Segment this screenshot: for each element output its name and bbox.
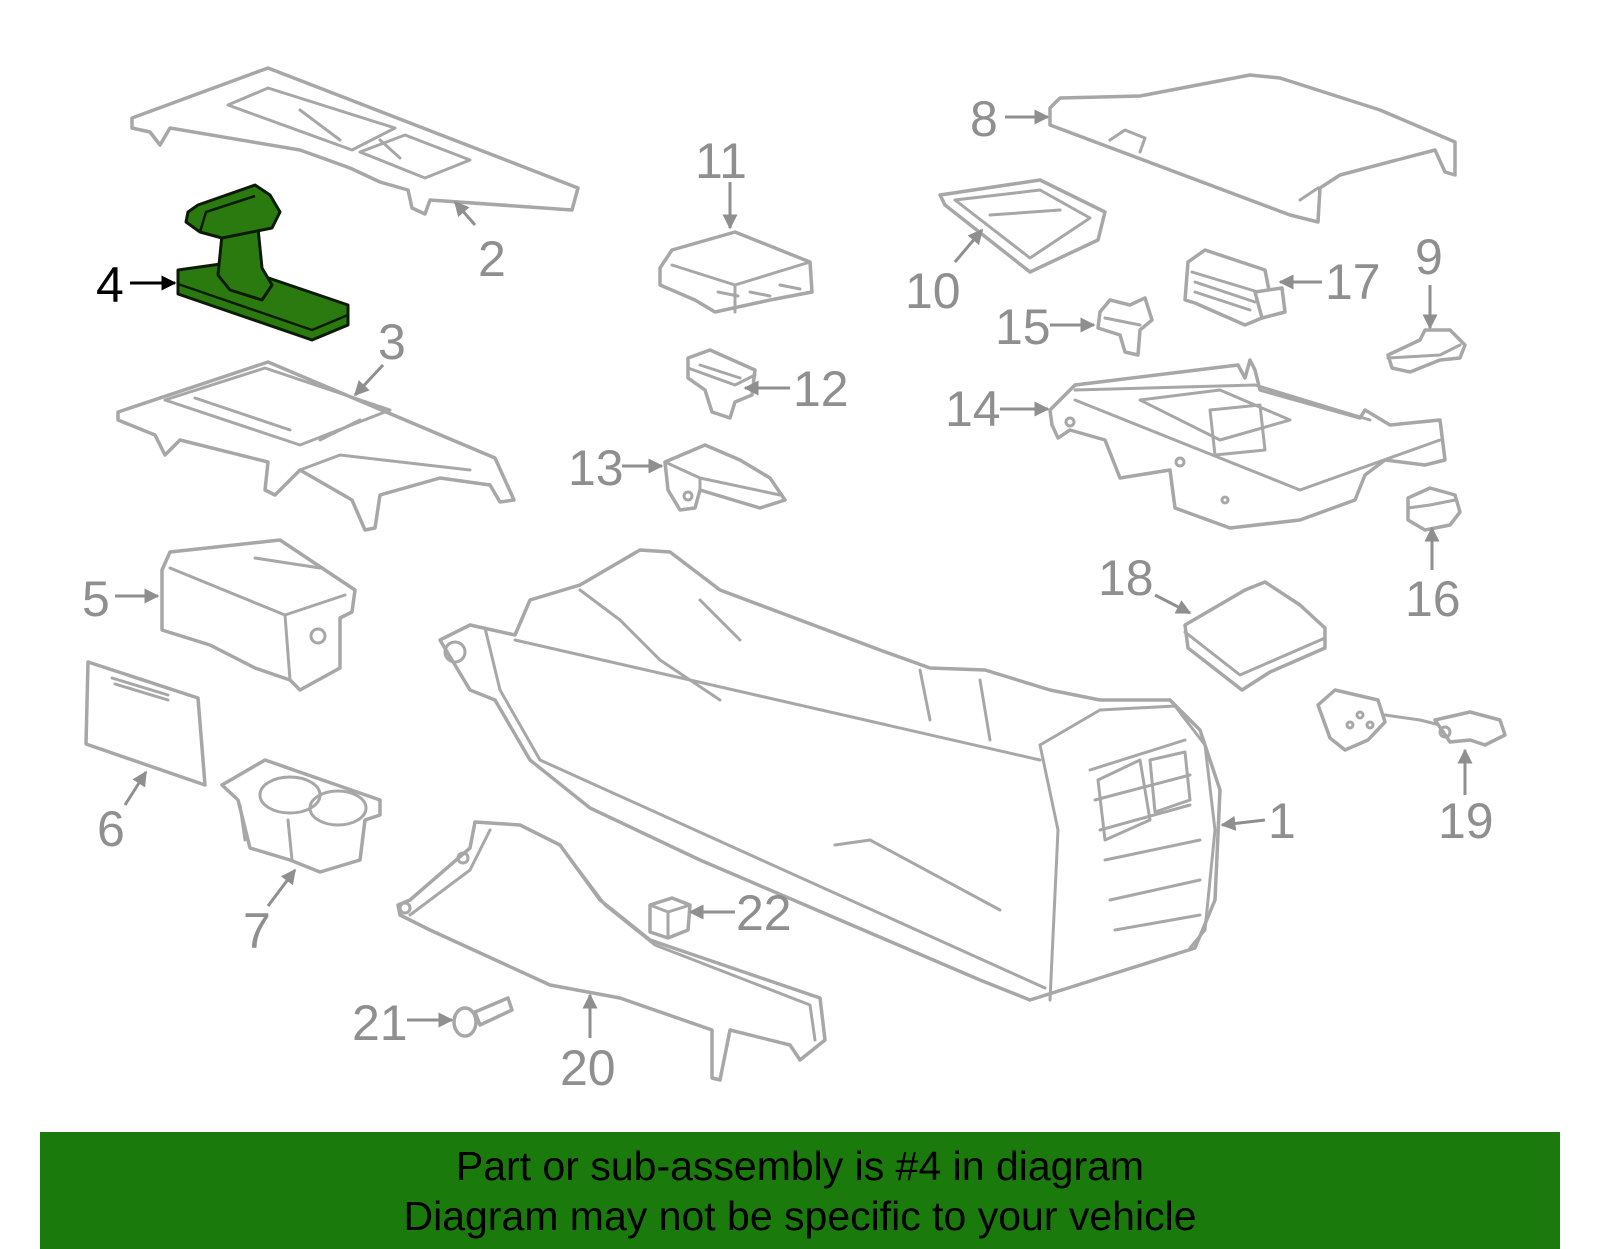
callout-5: 5 — [82, 571, 110, 627]
callout-15: 15 — [995, 299, 1051, 355]
part-5-storage-box[interactable] — [160, 538, 357, 692]
part-22-clip[interactable] — [648, 896, 692, 940]
callout-7: 7 — [243, 903, 271, 959]
callout-4: 4 — [96, 257, 124, 313]
callout-11: 11 — [695, 133, 747, 189]
callout-3: 3 — [378, 314, 406, 370]
callout-labels: 1 2 3 4 5 6 7 8 9 10 11 12 13 14 15 16 1… — [82, 91, 1494, 1096]
part-21-screw[interactable] — [452, 996, 514, 1038]
callout-14: 14 — [945, 381, 1001, 437]
part-9-switch[interactable] — [1386, 328, 1467, 374]
callout-10: 10 — [905, 263, 961, 319]
part-4-shifter-boot[interactable] — [176, 183, 350, 342]
callout-22: 22 — [736, 885, 792, 941]
banner-line-disclaimer: Diagram may not be specific to your vehi… — [403, 1192, 1197, 1239]
part-2-trim-plate[interactable] — [130, 66, 580, 216]
part-20-side-trim[interactable] — [396, 820, 827, 1082]
callout-12: 12 — [793, 361, 849, 417]
callout-6: 6 — [97, 801, 125, 857]
callout-17: 17 — [1325, 254, 1381, 310]
part-7-cup-holder[interactable] — [220, 758, 382, 874]
callout-1: 1 — [1268, 793, 1296, 849]
part-3-bezel-tray[interactable] — [116, 360, 516, 532]
part-1-console-housing[interactable] — [438, 548, 1222, 1002]
leader-lines — [115, 109, 1473, 1038]
part-18-module[interactable] — [1183, 580, 1327, 692]
callout-9: 9 — [1415, 229, 1443, 285]
part-15-clip[interactable] — [1096, 296, 1154, 357]
part-11-module[interactable] — [658, 230, 814, 314]
info-banner: Part or sub-assembly is #4 in diagram Di… — [40, 1132, 1560, 1249]
callout-18: 18 — [1098, 550, 1154, 606]
part-10-inner-tray[interactable] — [938, 178, 1107, 274]
part-12-switch[interactable] — [686, 348, 757, 420]
part-13-bracket[interactable] — [663, 443, 787, 512]
part-17-vent[interactable] — [1183, 248, 1287, 327]
callout-20: 20 — [560, 1040, 616, 1096]
callout-19: 19 — [1438, 793, 1494, 849]
part-6-door-panel[interactable] — [84, 660, 207, 787]
callout-8: 8 — [970, 91, 998, 147]
part-19-wire-harness[interactable] — [1316, 688, 1507, 752]
part-14-tray-housing[interactable] — [1048, 358, 1447, 530]
callout-21: 21 — [352, 995, 408, 1051]
banner-line-part: Part or sub-assembly is #4 in diagram — [455, 1142, 1145, 1189]
callout-2: 2 — [478, 231, 506, 287]
callout-13: 13 — [568, 440, 624, 496]
part-16-switch[interactable] — [1406, 486, 1462, 532]
callout-16: 16 — [1405, 571, 1461, 627]
part-8-armrest-lid[interactable] — [1048, 73, 1457, 224]
